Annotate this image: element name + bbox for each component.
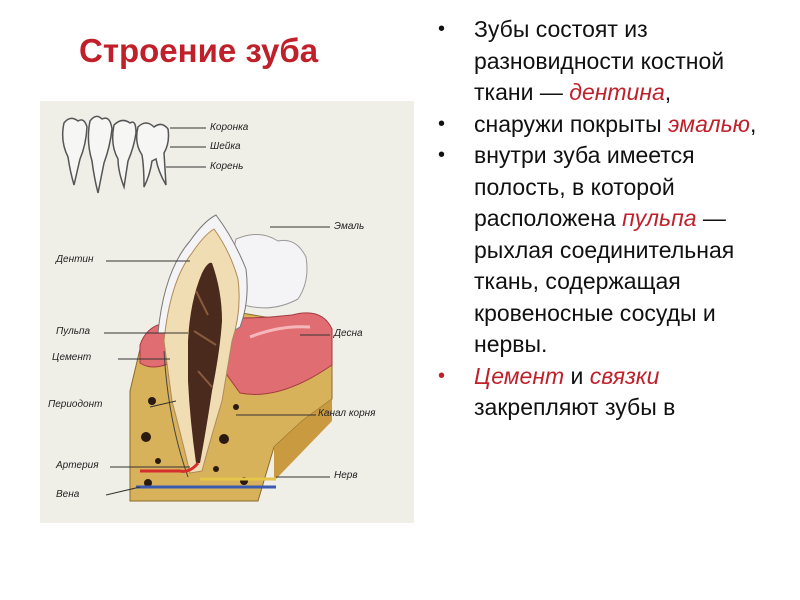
- label-cement: Цемент: [52, 352, 92, 363]
- bullet-item: • Зубы состоят из разновидности костной …: [438, 16, 725, 105]
- label-pulp: Пульпа: [56, 326, 91, 337]
- bullet-list: • Зубы состоят из разновидности костной …: [438, 14, 788, 424]
- bullet-dot: •: [438, 18, 446, 40]
- bone-pore: [233, 404, 239, 410]
- small-tooth-2: [87, 115, 113, 194]
- small-tooth-3: [111, 119, 137, 190]
- bone-pore: [219, 434, 229, 444]
- term-cement: Цемент: [474, 362, 565, 389]
- term-dentin: дентина: [569, 79, 665, 105]
- bone-side: [274, 399, 332, 481]
- bullet-dot: •: [438, 364, 446, 387]
- leader-lines: [104, 226, 330, 496]
- periodont-line: [163, 350, 189, 478]
- bullet-item: • внутри зуба имеется полость, в которой…: [438, 142, 735, 357]
- label-gum: Десна: [334, 328, 363, 339]
- tooth-pulp: [188, 262, 222, 463]
- label-vein: Вена: [56, 489, 80, 500]
- term-pulp: пульпа: [622, 205, 697, 231]
- term-enamel: эмалью: [668, 110, 750, 137]
- term-ligaments: связки: [589, 362, 660, 389]
- small-tooth-1: [61, 117, 88, 186]
- label-periodont: Периодонт: [48, 399, 103, 410]
- label-neck: Шейка: [210, 141, 241, 152]
- label-nerve: Нерв: [334, 470, 358, 481]
- small-tooth-4: [135, 122, 170, 188]
- pulp-texture: [193, 290, 217, 388]
- label-enamel: Эмаль: [334, 221, 365, 232]
- bone-pore: [144, 479, 152, 487]
- bone-pore: [141, 432, 151, 442]
- bone-pore: [213, 466, 219, 472]
- artery: [140, 462, 200, 473]
- bullet-dot: •: [438, 112, 446, 135]
- bullet-item: • снаружи покрыты эмалью,: [438, 109, 788, 141]
- slide-title: Строение зуба: [79, 32, 319, 69]
- label-root-canal: Канал корня: [318, 408, 376, 419]
- label-crown: Коронка: [210, 122, 249, 133]
- gum-highlight: [249, 325, 311, 339]
- tooth-diagram: [61, 115, 333, 502]
- label-artery: Артерия: [56, 460, 99, 471]
- label-root: Корень: [210, 161, 244, 172]
- small-teeth-row: [61, 115, 206, 194]
- bone-pore: [148, 397, 156, 405]
- jaw-section: [129, 214, 333, 502]
- bullet-item: • Цемент и связки закрепляют зубы в: [438, 362, 676, 421]
- bullet-dot: •: [438, 144, 446, 166]
- tooth-structure-figure: Коронка Шейка Корень Эмаль Дентин Пульпа…: [40, 101, 414, 523]
- bone-pore: [155, 458, 161, 464]
- label-dentin: Дентин: [56, 254, 94, 265]
